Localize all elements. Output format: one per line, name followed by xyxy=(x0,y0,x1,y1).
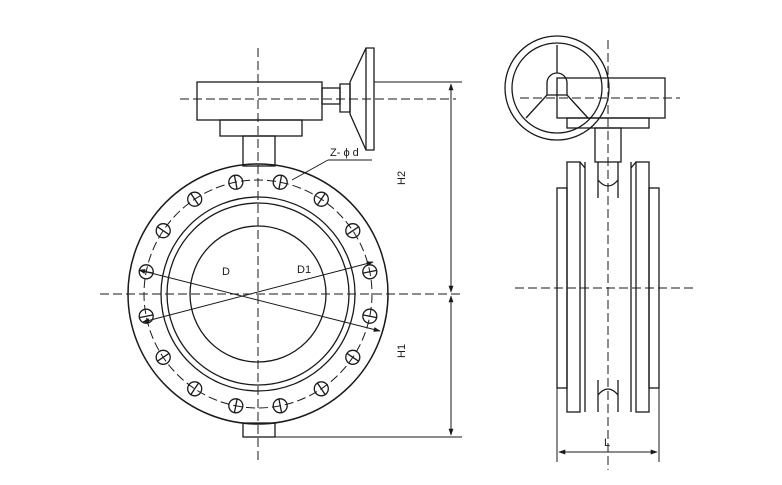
outer-flange-circle xyxy=(127,163,389,425)
front-view: D D1 Z- ϕ d H2 H1 xyxy=(100,47,462,462)
label-D1: D1 xyxy=(297,264,311,276)
shaft-collar xyxy=(339,83,351,113)
handwheel-inner xyxy=(511,42,603,134)
mounting-flange xyxy=(219,119,303,137)
bolt-hole xyxy=(228,398,244,414)
handwheel-hub xyxy=(546,72,568,96)
label-H1: H1 xyxy=(396,344,408,358)
bolt-hole xyxy=(272,398,288,414)
stem-neck xyxy=(242,135,276,167)
bolt-hole xyxy=(155,349,171,365)
bolt-hole xyxy=(345,223,361,239)
bolt-hole xyxy=(187,381,203,397)
left-flange-chamfer xyxy=(579,161,586,169)
bolt-hole xyxy=(155,223,171,239)
handwheel-spoke-left xyxy=(525,94,548,119)
left-flange xyxy=(566,161,581,413)
bolt-hole xyxy=(362,264,378,280)
label-D: D xyxy=(222,266,230,278)
handwheel-spoke-right xyxy=(566,94,589,119)
bolt-hole xyxy=(272,174,288,190)
bolt-hole xyxy=(187,191,203,207)
bolt-hole xyxy=(313,191,329,207)
dimension-line-D xyxy=(138,269,381,332)
handwheel-outer xyxy=(504,35,610,141)
side-view: L xyxy=(504,35,695,470)
handwheel-shaft xyxy=(321,87,341,105)
bolt-hole xyxy=(228,174,244,190)
label-H2: H2 xyxy=(396,171,408,185)
right-flange-chamfer xyxy=(630,161,637,169)
bolt-hole xyxy=(362,308,378,324)
label-L: L xyxy=(604,437,610,449)
label-z-phi-d: Z- ϕ d xyxy=(330,147,359,159)
right-flange xyxy=(635,161,650,413)
bolt-hole-leader xyxy=(291,159,329,181)
neck-curve-bottom xyxy=(597,388,619,396)
gearbox-body xyxy=(196,81,323,121)
bottom-stub xyxy=(242,422,276,438)
dimension-line-D1 xyxy=(142,261,374,323)
bolt-hole xyxy=(313,381,329,397)
bolt-hole xyxy=(345,349,361,365)
